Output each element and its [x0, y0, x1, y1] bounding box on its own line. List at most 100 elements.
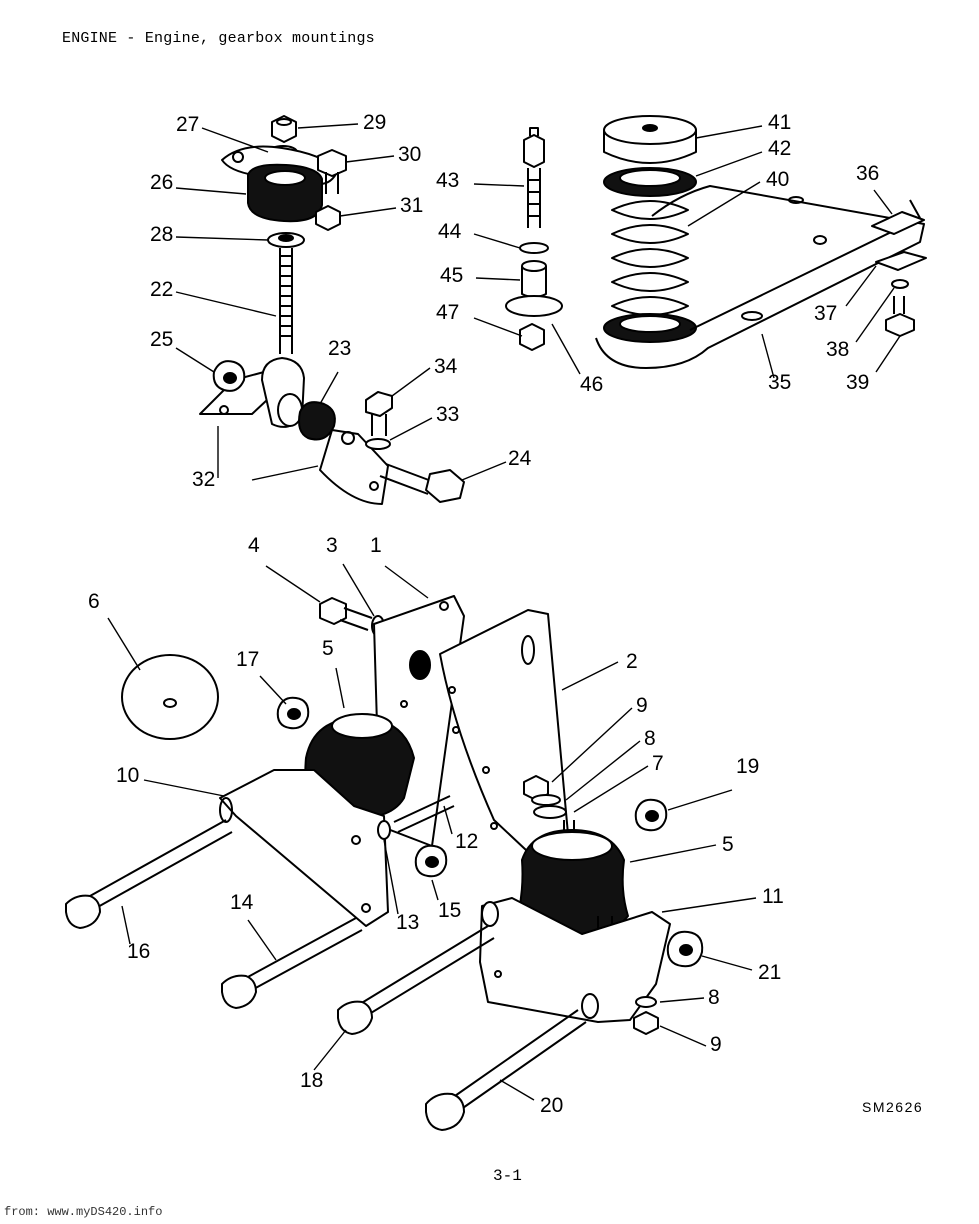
leader-line-34	[391, 367, 431, 397]
leader-line-7	[573, 765, 649, 813]
callout-3: 3	[326, 534, 338, 557]
leader-line-19	[667, 789, 733, 811]
callout-37: 37	[814, 302, 837, 325]
leader-line-37	[845, 265, 877, 307]
callout-21: 21	[758, 961, 781, 984]
callout-32: 32	[192, 468, 215, 491]
callout-40: 40	[766, 168, 789, 191]
leader-line-36	[873, 189, 893, 215]
callout-2: 2	[626, 650, 638, 673]
callout-45: 45	[440, 264, 463, 287]
callout-22: 22	[150, 278, 173, 301]
leader-line-44	[473, 233, 521, 249]
callout-43: 43	[436, 169, 459, 192]
leader-line-39	[875, 335, 901, 373]
leader-line-28	[175, 236, 269, 241]
callout-24: 24	[508, 447, 532, 470]
callout-34: 34	[434, 355, 458, 378]
callout-14: 14	[230, 891, 254, 914]
callout-13: 13	[396, 911, 419, 934]
callout-15: 15	[438, 899, 461, 922]
upper-left-stud-mount	[199, 115, 465, 505]
leader-line-43	[473, 183, 525, 187]
callout-6: 6	[88, 590, 100, 613]
callout-23: 23	[328, 337, 351, 360]
leader-line-27	[201, 127, 269, 153]
leader-line-22	[175, 291, 277, 317]
leader-line-35	[761, 333, 775, 379]
lower-engine-mount	[65, 595, 704, 1131]
callout-33: 33	[436, 403, 459, 426]
callout-35: 35	[768, 371, 791, 394]
leader-line-18	[313, 1029, 347, 1071]
leader-line-4	[265, 565, 321, 603]
callout-20: 20	[540, 1094, 563, 1117]
leader-line-6	[107, 617, 141, 671]
leader-line-8	[659, 997, 705, 1003]
callout-4: 4	[248, 534, 260, 557]
leader-line-41	[695, 125, 763, 139]
center-stud-assembly	[505, 127, 563, 351]
callout-16: 16	[127, 940, 150, 963]
leader-line-40	[687, 181, 761, 227]
callout-44: 44	[438, 220, 462, 243]
callout-10: 10	[116, 764, 139, 787]
callout-30: 30	[398, 143, 421, 166]
leader-line-3	[342, 563, 375, 617]
leader-line-9	[659, 1025, 707, 1047]
leader-line-17	[259, 675, 287, 705]
leader-line-33	[389, 417, 433, 441]
callout-41: 41	[768, 111, 791, 134]
leader-line-9	[551, 707, 633, 783]
callout-38: 38	[826, 338, 849, 361]
leader-line-5	[335, 667, 345, 709]
callout-26: 26	[150, 171, 173, 194]
leader-line-1	[384, 565, 429, 599]
page-number: 3-1	[493, 1167, 522, 1185]
leader-line-32	[251, 465, 319, 481]
callout-29: 29	[363, 111, 386, 134]
leader-line-13	[383, 839, 399, 915]
leader-line-25	[175, 347, 215, 373]
callout-9: 9	[636, 694, 648, 717]
leader-line-42	[695, 151, 763, 177]
callout-25: 25	[150, 328, 173, 351]
callout-7: 7	[652, 752, 664, 775]
callout-1: 1	[370, 534, 382, 557]
leader-line-26	[175, 187, 247, 195]
callout-8: 8	[708, 986, 720, 1009]
callout-17: 17	[236, 648, 259, 671]
upper-right-spring-mount	[595, 115, 927, 369]
callout-12: 12	[455, 830, 478, 853]
leader-line-31	[339, 207, 397, 217]
leader-line-12	[443, 805, 453, 835]
callout-9: 9	[710, 1033, 722, 1056]
leader-line-29	[297, 123, 359, 129]
callout-8: 8	[644, 727, 656, 750]
leader-line-30	[345, 155, 395, 163]
callout-36: 36	[856, 162, 879, 185]
callout-19: 19	[736, 755, 759, 778]
leader-line-16	[121, 905, 131, 945]
leader-line-21	[701, 955, 753, 971]
leader-line-11	[661, 897, 757, 913]
callout-46: 46	[580, 373, 603, 396]
callout-31: 31	[400, 194, 423, 217]
leader-line-20	[499, 1079, 535, 1101]
callout-5: 5	[322, 637, 334, 660]
callout-39: 39	[846, 371, 869, 394]
callout-5: 5	[722, 833, 734, 856]
leader-line-46	[551, 323, 581, 375]
callout-18: 18	[300, 1069, 323, 1092]
leader-line-10	[143, 779, 225, 797]
leader-line-14	[247, 919, 277, 961]
callout-28: 28	[150, 223, 173, 246]
leader-line-15	[431, 879, 439, 901]
leader-line-24	[461, 461, 507, 481]
callout-47: 47	[436, 301, 459, 324]
leader-line-47	[473, 317, 523, 337]
leader-line-38	[855, 287, 895, 343]
callout-27: 27	[176, 113, 199, 136]
leader-line-2	[561, 661, 619, 691]
